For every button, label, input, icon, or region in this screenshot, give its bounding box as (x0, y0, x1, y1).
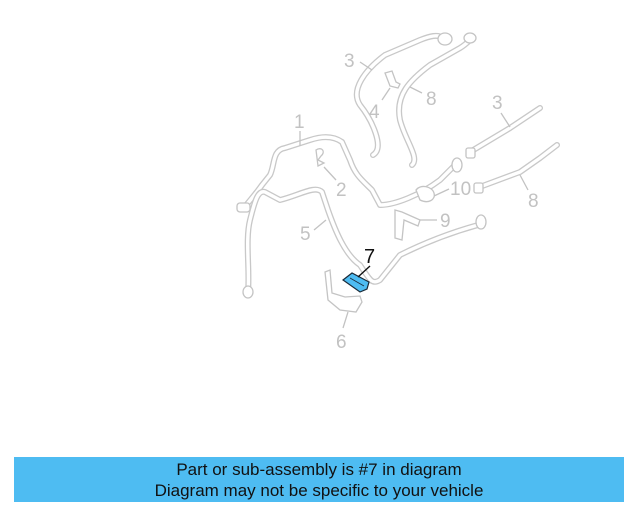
clip-2 (315, 148, 326, 167)
callout-2: 2 (336, 180, 347, 201)
callout-3a: 3 (344, 51, 355, 72)
callout-7: 7 (364, 246, 375, 268)
parts-diagram: 1 2 3 3 4 5 6 7 8 8 9 10 (236, 32, 560, 353)
callout-8b: 8 (528, 191, 539, 212)
callout-5: 5 (300, 224, 311, 245)
callout-3b: 3 (492, 93, 503, 114)
banner-line-2: Diagram may not be specific to your vehi… (154, 481, 484, 500)
hose-3-upper (353, 32, 453, 158)
bracket-4 (384, 70, 401, 89)
hose-8-right (473, 142, 560, 194)
hose-3-right (465, 105, 543, 159)
hose-8-upper (396, 32, 477, 168)
callout-8a: 8 (426, 89, 437, 110)
fitting-10 (415, 185, 435, 203)
callout-1: 1 (294, 112, 305, 133)
line-1 (236, 134, 463, 213)
callout-6: 6 (336, 332, 347, 353)
banner-line-1: Part or sub-assembly is #7 in diagram (176, 460, 462, 479)
bracket-9 (394, 209, 421, 241)
bracket-6 (324, 269, 363, 313)
callout-4: 4 (369, 102, 380, 123)
line-5 (242, 186, 487, 299)
part-7-highlighted[interactable] (341, 272, 370, 293)
info-banner: Part or sub-assembly is #7 in diagram Di… (14, 457, 624, 502)
callout-9: 9 (440, 211, 451, 232)
callout-10: 10 (450, 179, 471, 200)
